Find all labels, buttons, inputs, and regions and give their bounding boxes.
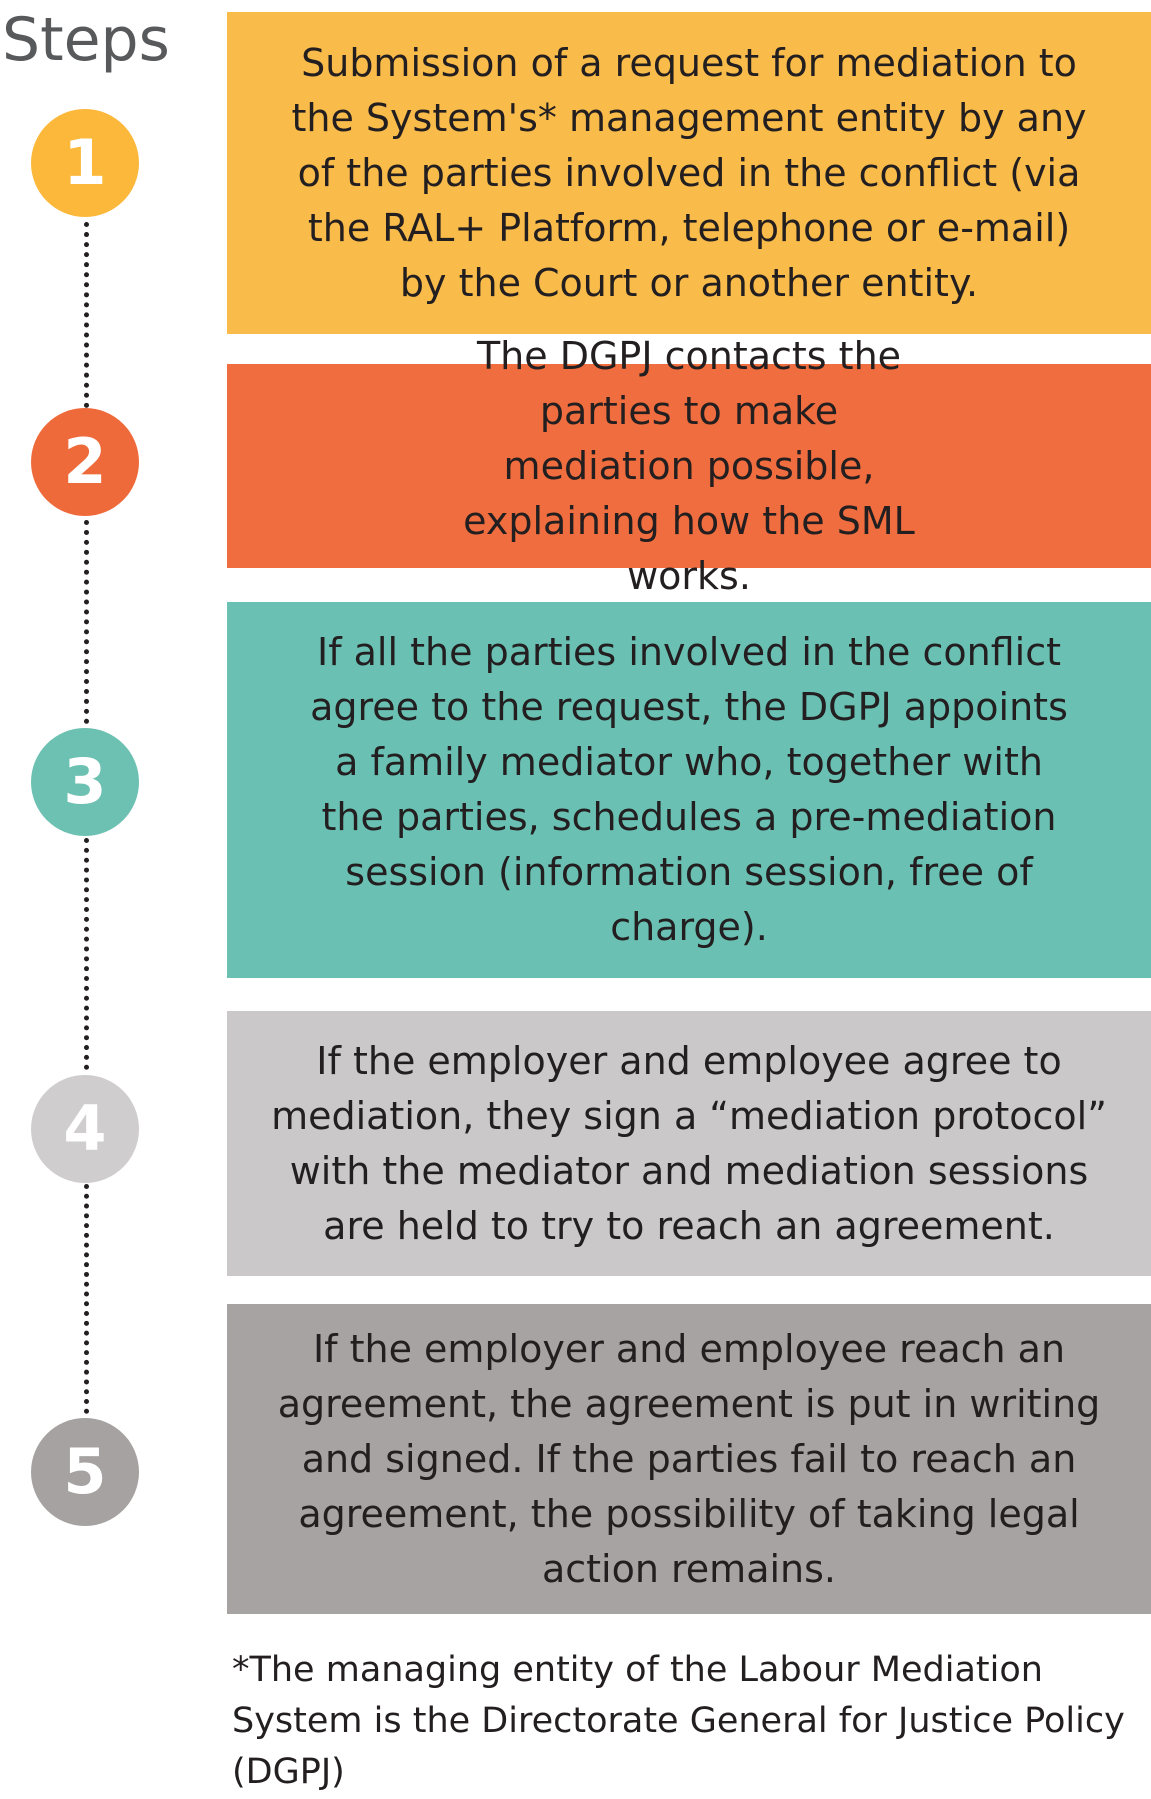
page-title: Steps: [2, 5, 170, 75]
step-2-text: The DGPJ contacts the parties to make me…: [463, 333, 915, 598]
step-5-box: If the employer and employee reach an ag…: [227, 1304, 1151, 1614]
step-1-text: Submission of a request for mediation to…: [291, 40, 1087, 305]
step-3-text: If all the parties involved in the confl…: [310, 630, 1068, 949]
step-2-box: The DGPJ contacts the parties to make me…: [227, 334, 1151, 598]
step-3-box: If all the parties involved in the confl…: [227, 602, 1151, 978]
step-4-text: If the employer and employee agree to me…: [271, 1038, 1107, 1248]
step-5-circle: 5: [31, 1418, 139, 1526]
step-4-circle: 4: [31, 1075, 139, 1183]
step-3-circle: 3: [31, 728, 139, 836]
step-4-box: If the employer and employee agree to me…: [227, 1011, 1151, 1276]
connector-dots-4-5: [84, 1184, 89, 1414]
footnote: *The managing entity of the Labour Media…: [232, 1650, 1125, 1792]
connector-dots-1-2: [84, 222, 89, 408]
step-5-text: If the employer and employee reach an ag…: [277, 1326, 1101, 1591]
step-2-circle: 2: [31, 408, 139, 516]
step-1-circle: 1: [31, 109, 139, 217]
connector-dots-2-3: [84, 520, 89, 724]
connector-dots-3-4: [84, 838, 89, 1070]
step-1-box: Submission of a request for mediation to…: [227, 12, 1151, 334]
